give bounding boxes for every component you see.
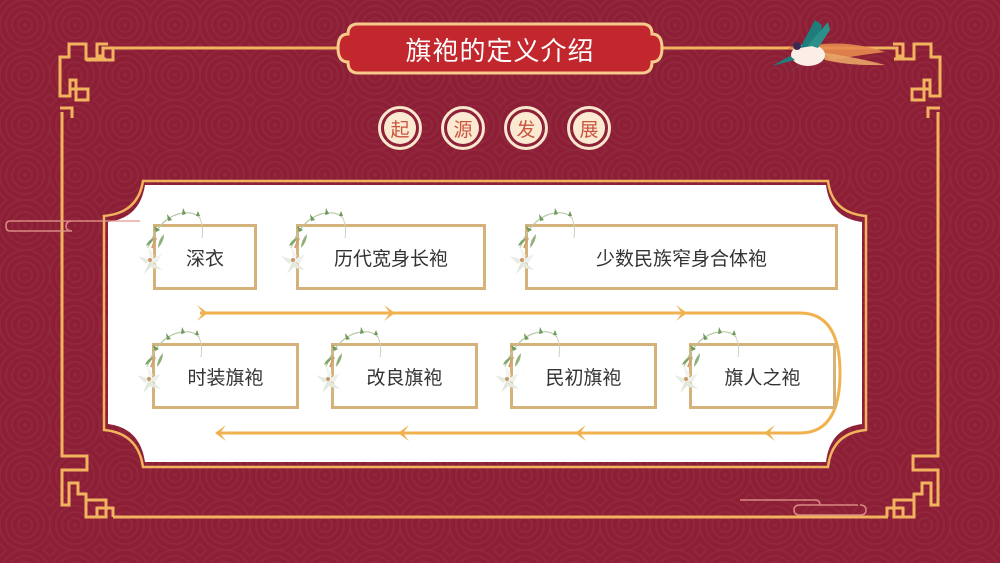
title-plaque: 旗袍的定义介绍 [340, 22, 660, 76]
lily-flower-icon [280, 207, 347, 275]
lily-flower-icon [315, 326, 382, 394]
timeline-box-shizhuang: 时装旗袍 [152, 343, 299, 409]
timeline-label: 历代宽身长袍 [333, 247, 448, 270]
timeline-label: 少数民族窄身合体袍 [595, 247, 767, 270]
arrow-chevrons [197, 305, 775, 441]
subtitle-char: 展 [573, 112, 605, 144]
lily-flower-icon [673, 326, 740, 394]
lily-flower-icon [494, 326, 561, 394]
flow-arrow-row1 [200, 311, 842, 435]
page-title: 旗袍的定义介绍 [405, 36, 595, 67]
subtitle-circle: 起 [378, 106, 422, 150]
subtitle-circles: 起 源 发 展 [378, 106, 611, 150]
lily-flower-icon [509, 207, 576, 275]
timeline-box-qiren: 旗人之袍 [689, 343, 836, 409]
subtitle-circle: 源 [441, 106, 485, 150]
fret-corner-bottom-right-icon [885, 445, 940, 519]
timeline-label: 改良旗袍 [366, 366, 443, 389]
subtitle-char: 发 [510, 112, 542, 144]
fret-corner-top-left-icon [58, 42, 115, 118]
cloud-line-icon [5, 220, 867, 516]
subtitle-circle: 展 [567, 106, 611, 150]
subtitle-char: 源 [447, 112, 479, 144]
lily-flower-icon [136, 326, 203, 394]
timeline-box-shaoshu: 少数民族窄身合体袍 [525, 224, 838, 290]
subtitle-circle: 发 [504, 106, 548, 150]
fret-corner-top-right-icon [888, 42, 942, 118]
timeline-box-minchu: 民初旗袍 [510, 343, 657, 409]
fret-corner-bottom-left-icon [60, 445, 115, 519]
timeline-label: 旗人之袍 [724, 366, 801, 389]
timeline-label: 民初旗袍 [545, 366, 622, 389]
timeline-label: 深衣 [185, 247, 224, 270]
lily-flower-icon [137, 207, 204, 275]
subtitle-char: 起 [384, 112, 416, 144]
timeline-label: 时装旗袍 [187, 366, 264, 389]
timeline-box-shenyi: 深衣 [153, 224, 257, 290]
title-plaque-shape [320, 22, 680, 75]
phoenix-bird-icon [772, 20, 885, 76]
timeline-box-gailiang: 改良旗袍 [331, 343, 478, 409]
timeline-box-lidai: 历代宽身长袍 [296, 224, 486, 290]
